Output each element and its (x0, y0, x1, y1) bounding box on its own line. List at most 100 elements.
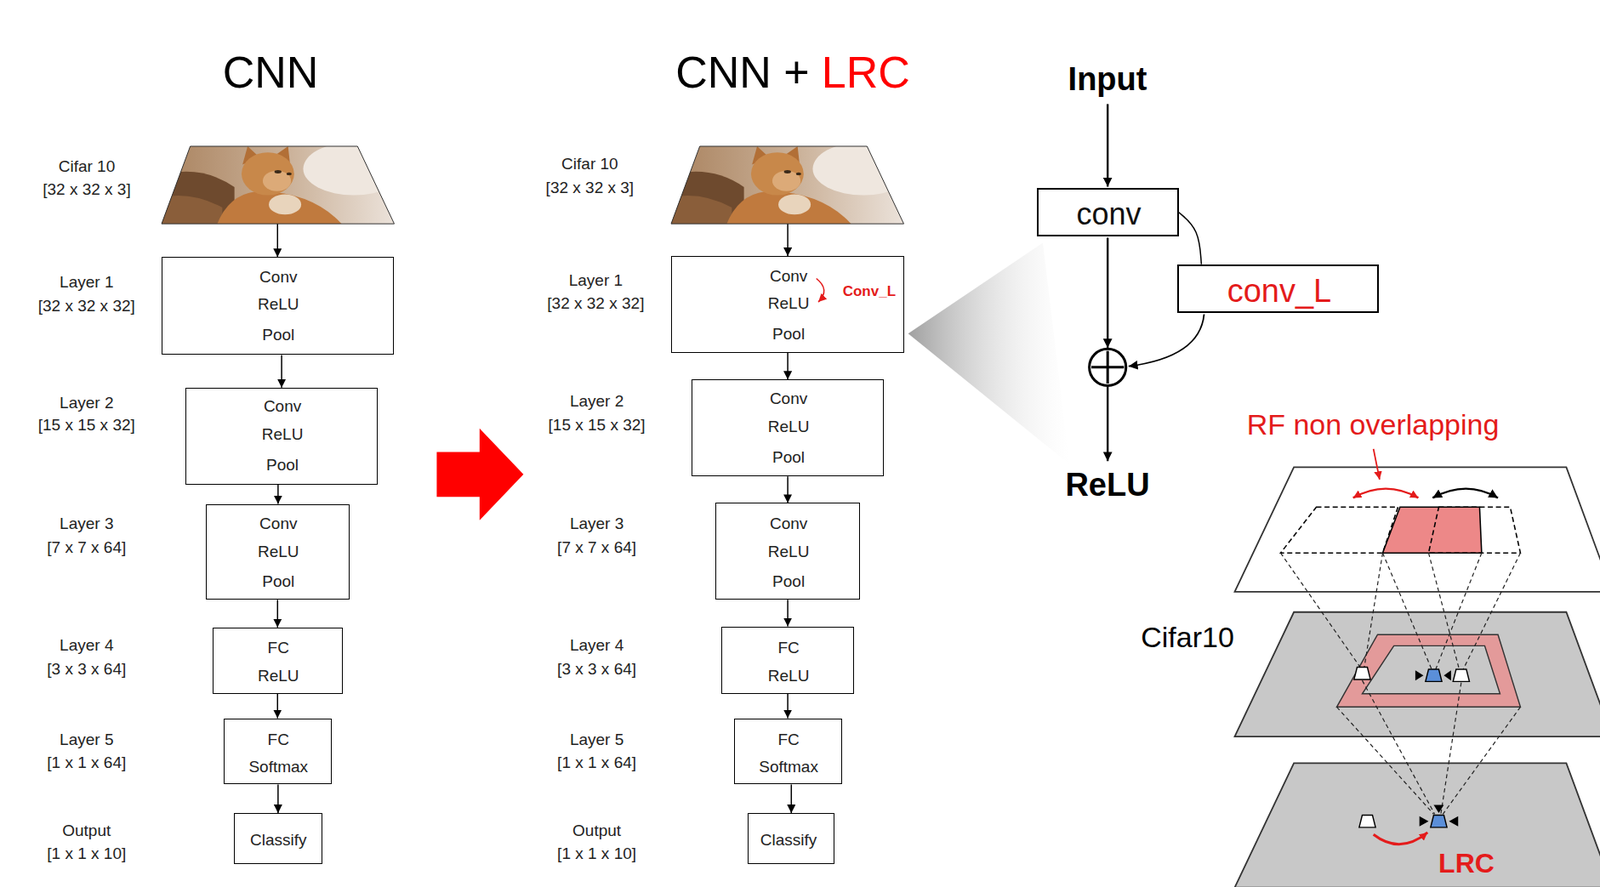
dimension-label: [32 x 32 x 3] (42, 180, 131, 200)
operation-box: conv (1036, 187, 1179, 238)
lateral-conv-label: Conv_L (842, 283, 896, 301)
flow-arrow (786, 476, 789, 503)
flow-arrow (277, 223, 280, 258)
leader-arrow (1373, 449, 1380, 480)
dimension-label: [7 x 7 x 64] (46, 538, 126, 558)
operation-label: Conv (769, 389, 808, 409)
dimension-label: [32 x 32 x 32] (546, 294, 644, 314)
operation-label: Pool (261, 326, 295, 346)
dimension-label: [1 x 1 x 10] (557, 844, 637, 864)
dimension-label: [1 x 1 x 64] (557, 753, 637, 773)
operation-label: Pool (772, 448, 805, 467)
unit-symbol (1359, 814, 1376, 827)
operation-label: Pool (772, 324, 805, 344)
input-plane (1235, 466, 1600, 592)
annotation: LRC (1438, 848, 1495, 879)
unit-arrow (1433, 805, 1444, 815)
image-trapezoid (671, 146, 905, 224)
operation-label: Conv (769, 267, 808, 286)
unit-arrow (1419, 816, 1430, 827)
lrc-arrow (1373, 832, 1429, 845)
operation-label: Conv (259, 267, 297, 287)
annotation: RF non overlapping (1246, 409, 1500, 441)
layer-box: Layer 1[32 x 32 x 32]ConvConv_LReLUPool (671, 256, 905, 354)
layer-box: Layer 2[15 x 15 x 32]ConvReLUPool (691, 379, 884, 477)
flow-arrow (277, 694, 280, 719)
operation-label: conv_L (1227, 273, 1333, 311)
dimension-label: [15 x 15 x 32] (38, 415, 136, 435)
unit-symbol (1425, 669, 1442, 682)
layer-box: Layer 2[15 x 15 x 32]ConvReLUPool (185, 387, 378, 485)
input-image-node: Cifar 10[32 x 32 x 3] (161, 146, 395, 224)
operation-label: ReLU (768, 542, 810, 562)
input-label: Input (1068, 62, 1148, 98)
operation-label: Softmax (758, 757, 819, 777)
layer-name: Output (62, 822, 111, 842)
operation-box: conv_L (1177, 264, 1378, 314)
operation-label: ReLU (257, 296, 300, 315)
flow-arrow (1106, 103, 1109, 187)
layer-name: Layer 3 (569, 514, 624, 534)
layer-box: Output[1 x 1 x 10]Classify (233, 813, 323, 865)
operation-label: Softmax (248, 757, 308, 777)
operation-label: ReLU (768, 294, 810, 314)
connector-group (277, 212, 1202, 815)
operation-label: Classify (250, 831, 308, 850)
dimension-label: [15 x 15 x 32] (548, 415, 646, 435)
flow-arrow (1128, 313, 1205, 366)
layer-box: Layer 4[3 x 3 x 64]FCReLU (721, 626, 855, 695)
operation-label: FC (267, 730, 290, 750)
receptive-field (1281, 506, 1399, 553)
layer-box: Layer 5[1 x 1 x 64]FCSoftmax (223, 718, 332, 786)
layer-name: Layer 5 (569, 730, 624, 750)
operation-label: ReLU (768, 666, 810, 686)
flow-arrow (1106, 387, 1109, 462)
zoom-wedge (908, 243, 1071, 465)
rf-band (1337, 634, 1521, 707)
title-highlight: LRC (821, 48, 911, 97)
layer-box: Layer 1[32 x 32 x 32]ConvReLUPool (161, 256, 395, 355)
transform-arrow (436, 428, 524, 521)
operation-label: ReLU (257, 542, 300, 562)
unit-symbol (1354, 667, 1371, 680)
flow-arrow (1106, 238, 1109, 349)
flow-arrow (786, 694, 789, 719)
receptive-field (1428, 506, 1521, 553)
flow-arrow (277, 599, 280, 627)
flow-arrow (786, 223, 789, 257)
operation-label: FC (267, 638, 290, 658)
unit-arrow (1443, 670, 1451, 681)
flow-arrow (277, 784, 280, 814)
layer-box: Layer 3[7 x 7 x 64]ConvReLUPool (715, 502, 860, 600)
connector-line (1178, 212, 1202, 265)
dimension-label: [32 x 32 x 3] (546, 178, 635, 198)
operation-label: conv (1076, 196, 1142, 232)
layer-name: Layer 4 (569, 636, 624, 655)
feature-plane (1235, 612, 1600, 737)
layer-name: Output (572, 822, 621, 842)
image-trapezoid (161, 146, 395, 224)
dataset-label: Cifar10 (1140, 621, 1235, 654)
layer-name: Layer 4 (59, 636, 114, 655)
operation-label: ReLU (768, 418, 810, 438)
operation-label: Classify (760, 831, 818, 850)
flow-arrow (786, 599, 789, 627)
flow-arrow (277, 484, 280, 505)
layer-name: Layer 5 (59, 730, 114, 750)
operation-label: ReLU (261, 425, 304, 445)
operation-label: Conv (769, 514, 808, 534)
operation-label: Conv (259, 514, 297, 534)
dimension-label: [1 x 1 x 10] (46, 844, 126, 864)
flow-arrow (786, 353, 789, 380)
dimension-label: [7 x 7 x 64] (557, 538, 637, 558)
conv-l-arrow (816, 278, 825, 302)
dimension-label: [3 x 3 x 64] (46, 660, 126, 679)
operation-label: Pool (772, 572, 805, 592)
sum-symbol (1091, 365, 1124, 369)
unit-symbol (1430, 814, 1447, 827)
input-name: Cifar 10 (58, 157, 116, 177)
flow-arrow (280, 354, 283, 388)
operation-label: ReLU (257, 666, 300, 686)
